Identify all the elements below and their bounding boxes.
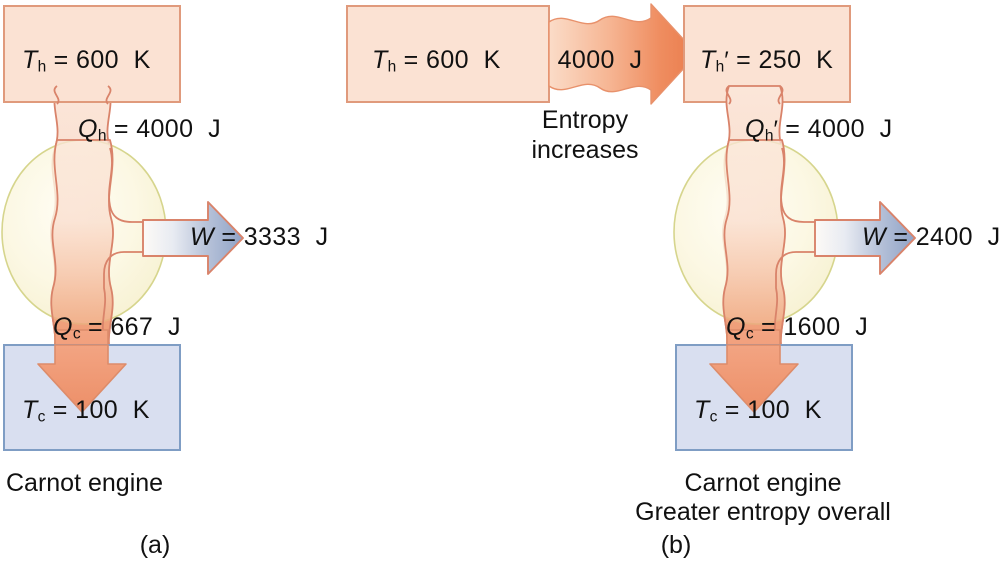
cold-arrow-head-a (37, 344, 127, 413)
panel-a-artwork (1, 5, 244, 451)
band-notch-left-a (53, 85, 60, 105)
band-notch-right-b (777, 85, 784, 105)
hot-reservoir-box-b-left (346, 5, 550, 103)
cold-arrow-head-b (709, 344, 799, 413)
work-arrow-a (142, 201, 244, 275)
band-notch-right-a (105, 85, 112, 105)
panel-b-artwork (346, 3, 916, 451)
work-arrow-b (814, 201, 916, 275)
band-notch-left-b (725, 85, 732, 105)
entropy-transfer-arrow (548, 3, 698, 105)
hot-reservoir-box-a (3, 5, 181, 103)
